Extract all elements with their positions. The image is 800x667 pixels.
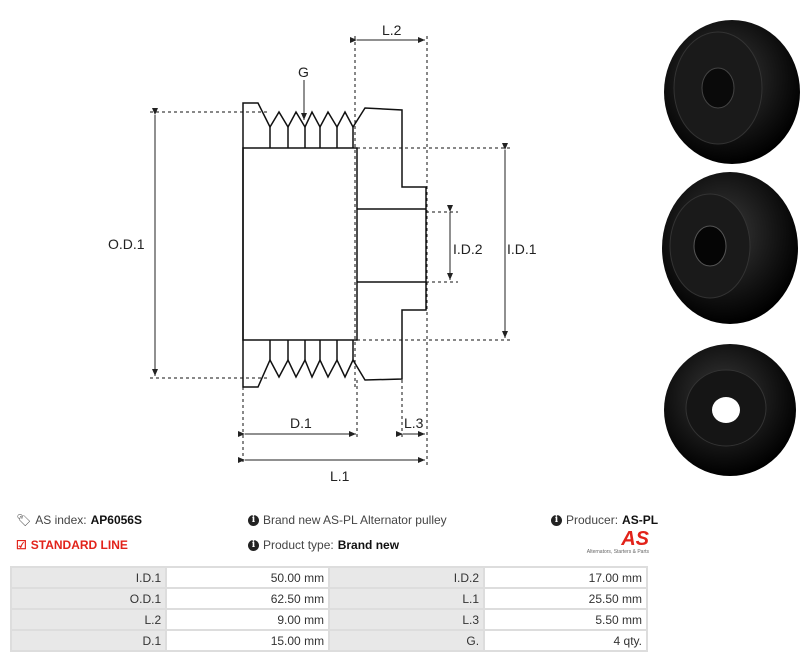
info-icon: i [248, 514, 259, 526]
label-l1: L.1 [330, 468, 350, 484]
spec-label: L.3 [328, 608, 486, 631]
spec-label: O.D.1 [9, 587, 168, 610]
spec-label: L.2 [9, 608, 168, 631]
label-id2: I.D.2 [453, 241, 483, 257]
spec-value: 62.50 mm [165, 587, 331, 610]
label-l2: L.2 [382, 22, 402, 38]
label-id1: I.D.1 [507, 241, 537, 257]
spec-value: 25.50 mm [483, 587, 648, 610]
product-photos [662, 20, 800, 476]
info-icon: i [551, 514, 562, 526]
tag-icon: 🏷 [16, 513, 32, 527]
as-index: 🏷 AS index: AP6056S [16, 513, 142, 527]
spec-value: 5.50 mm [483, 608, 648, 631]
technical-drawing: G L.2 O.D.1 I.D.2 I.D.1 D.1 L.3 L.1 [108, 20, 800, 484]
pulley-outline [242, 102, 427, 388]
spec-label: I.D.2 [328, 566, 486, 589]
spec-value: 50.00 mm [165, 566, 331, 589]
extension-lines [150, 36, 510, 465]
standard-line-badge: ☑ STANDARD LINE [16, 538, 128, 552]
checkbox-icon: ☑ [16, 538, 27, 552]
product-type: i Product type: Brand new [248, 538, 399, 552]
label-od1: O.D.1 [108, 236, 145, 252]
description: i Brand new AS-PL Alternator pulley [248, 513, 447, 527]
label-g: G [298, 64, 309, 80]
spec-value: 4 qty. [483, 629, 648, 652]
info-icon: i [248, 539, 259, 551]
spec-value: 9.00 mm [165, 608, 331, 631]
spec-value: 17.00 mm [483, 566, 648, 589]
producer: i Producer: AS-PL [551, 513, 658, 527]
dimension-lines [152, 37, 508, 463]
spec-label: G. [328, 629, 486, 652]
spec-label: I.D.1 [9, 566, 168, 589]
spec-label: L.1 [328, 587, 486, 610]
spec-value: 15.00 mm [165, 629, 331, 652]
spec-label: D.1 [9, 629, 168, 652]
label-l3: L.3 [404, 415, 424, 431]
as-pl-logo: AS Alternators, Starters & Parts [586, 528, 649, 555]
label-d1: D.1 [290, 415, 312, 431]
